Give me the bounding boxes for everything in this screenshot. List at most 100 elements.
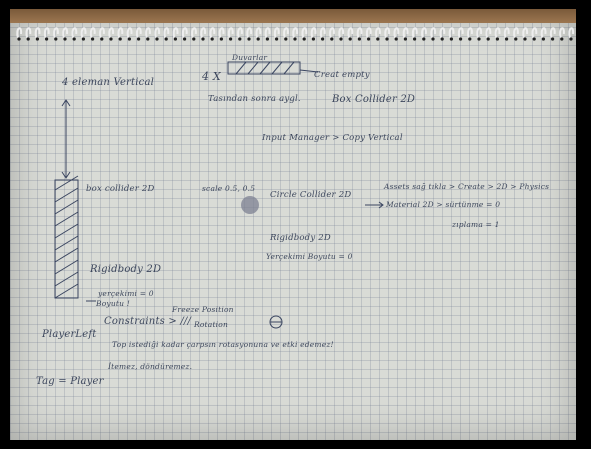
spiral-ring [402,27,409,39]
spiral-hole [137,37,141,41]
spiral-hole [560,37,564,41]
spiral-ring [172,27,179,39]
spiral-hole [118,37,122,41]
spiral-ring [273,27,280,39]
left-paddle-sketch [54,175,79,299]
spiral-hole [514,37,518,41]
spiral-ring [467,27,473,39]
note-line: box collider 2D [86,184,155,194]
spiral-hole [468,37,472,41]
note-line: Boyutu ! [96,299,130,308]
spiral-hole [247,37,251,41]
spiral-hole [505,37,509,41]
hatch-line [54,271,79,287]
spiral-hole [495,37,499,41]
note-line: 4 eleman Vertical [62,77,155,88]
spiral-ring [34,27,41,39]
spiral-hole [302,37,306,41]
spiral-hole [459,37,463,41]
spiral-ring [154,27,161,39]
note-line: zıplama = 1 [452,220,500,229]
note-line: Rigidbody 2D [90,264,162,275]
spiral-ring [421,27,427,39]
spiral-hole [238,37,242,41]
note-line: İtemez, döndüremez. [108,362,193,371]
note-line: scale 0.5, 0.5 [202,184,256,193]
spiral-ring [227,27,234,39]
spiral-hole [54,37,58,41]
note-line: Creat empty [314,70,370,80]
spiral-hole [403,37,407,41]
spiral-hole [17,37,21,41]
note-line: Circle Collider 2D [270,190,352,200]
spiral-ring [145,27,151,39]
spiral-ring [347,27,354,39]
spiral-ring [71,27,78,39]
spiral-hole [173,37,177,41]
spiral-hole [293,37,297,41]
spiral-ring [191,27,197,39]
spiral-ring [365,27,372,39]
spiral-ring [246,27,253,39]
spiral-ring [494,27,501,39]
spiral-ring [209,27,216,39]
spiral-ring [264,27,271,39]
spiral-hole [440,37,444,41]
spiral-hole [201,37,205,41]
spiral-ring [319,27,326,39]
spiral-ring [25,27,32,39]
note-line: Top istediği kadar çarpsın rotasyonuna v… [112,340,334,349]
note-line: Constraints > /// [104,316,192,327]
spiral-hole [229,37,233,41]
spiral-hole [532,37,536,41]
spiral-ring [513,27,519,39]
spiral-hole [35,37,40,41]
spiral-hole [275,37,279,41]
spiral-ring [375,27,381,39]
spiral-ring [43,27,50,39]
spiral-ring [80,27,87,39]
spiral-ring [356,27,363,39]
hatch-line [54,223,79,239]
spiral-ring [310,27,317,39]
spiral-ring [522,27,529,39]
hatch-line [54,187,79,203]
spiral-ring [292,27,299,39]
spiral-ring [283,27,289,39]
spiral-ring [559,27,565,39]
note-line: Freeze Position [172,305,234,314]
spiral-hole [155,37,159,41]
spiral-hole [376,37,380,41]
note-line: 4 X [202,70,221,83]
spiral-hole [321,37,325,41]
spiral-ring [218,27,225,39]
spiral-ring [200,27,207,39]
hatch-line [54,247,79,263]
spiral-hole [385,37,389,41]
spiral-hole [541,37,546,41]
hatch-line [54,175,79,191]
spiral-hole [413,37,417,41]
spiral-ring [53,27,59,39]
spiral-ring [135,27,142,39]
spiral-hole [569,37,573,41]
hatch-line [54,283,79,299]
constraints-marks [86,300,283,329]
spiral-ring [108,27,115,39]
spiral-ring [549,27,556,39]
note-line: Material 2D > sürtünme = 0 [386,200,501,209]
spiral-hole [422,37,426,41]
hatch-line [54,235,79,251]
spiral-hole [486,37,490,41]
spiral-hole [394,37,398,41]
spiral-hole [210,37,214,41]
hatch-line [54,211,79,227]
spiral-hole [100,37,104,41]
notebook-page [10,9,576,440]
spiral-ring [329,27,335,39]
wall-box-sketch [227,61,319,75]
note-line: Rigidbody 2D [270,233,331,243]
